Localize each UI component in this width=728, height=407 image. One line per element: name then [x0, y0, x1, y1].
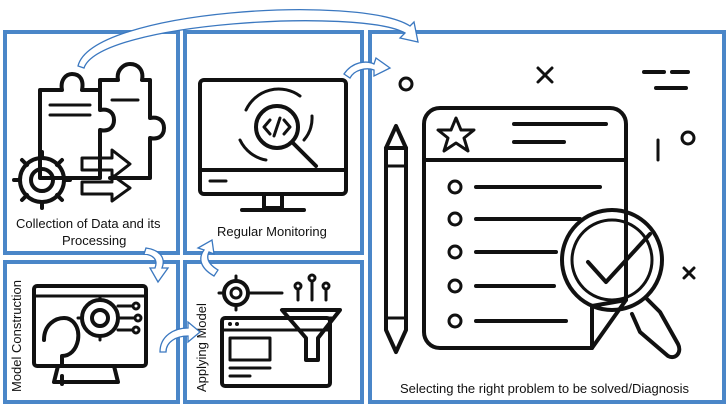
checklist-icon	[422, 106, 628, 350]
decorative-marks-icon	[398, 66, 696, 280]
arrow-monitoring-to-selecting	[343, 56, 392, 79]
pencil-icon	[384, 124, 408, 354]
panel-monitoring	[183, 30, 364, 255]
applying-model-icon	[217, 273, 342, 388]
monitoring-label: Regular Monitoring	[217, 224, 327, 239]
arrow-applying-to-monitoring	[196, 238, 219, 277]
selecting-problem-label: Selecting the right problem to be solved…	[400, 381, 690, 396]
applying-model-label: Applying Model	[194, 303, 209, 392]
arrow-construction-to-applying	[159, 320, 202, 353]
model-construction-icon	[32, 284, 148, 386]
panel-selecting-problem	[368, 30, 726, 404]
arrow-collection-to-construction	[143, 247, 170, 284]
puzzle-gear-icon	[12, 62, 166, 210]
check-magnifier-icon	[560, 208, 682, 359]
monitor-code-icon	[198, 78, 348, 212]
panel-collection	[3, 30, 180, 255]
curved-arrow-top	[77, 9, 419, 69]
collection-label-line1: Collection of Data and its	[16, 216, 161, 231]
collection-label-line2: Processing	[62, 233, 126, 248]
model-construction-label: Model Construction	[9, 280, 24, 392]
panel-applying-model	[183, 260, 364, 404]
